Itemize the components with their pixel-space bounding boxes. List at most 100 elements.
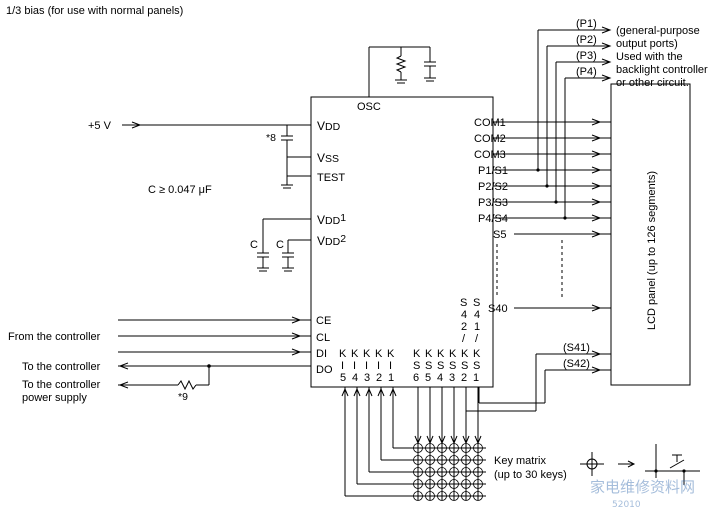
label-to-controller: To the controller bbox=[22, 361, 101, 373]
svg-text:5: 5 bbox=[425, 372, 431, 384]
watermark: 家电维修资料网 52010 bbox=[590, 478, 695, 510]
cap-label-2: C bbox=[276, 239, 284, 251]
bias-capacitors bbox=[257, 218, 311, 272]
svg-text:K: K bbox=[449, 348, 457, 360]
ks-arrow bbox=[438, 435, 446, 445]
svg-text:K: K bbox=[363, 348, 371, 360]
control-lines bbox=[118, 316, 311, 391]
svg-text:S: S bbox=[473, 360, 480, 372]
lcd-label: LCD panel (up to 126 segments) bbox=[646, 171, 658, 330]
pin-do: DO bbox=[316, 364, 333, 376]
svg-text:K: K bbox=[437, 348, 445, 360]
svg-text:5: 5 bbox=[340, 372, 346, 384]
pin-osc: OSC bbox=[357, 101, 381, 113]
pin-s5: S5 bbox=[493, 229, 506, 241]
svg-text:4: 4 bbox=[352, 372, 358, 384]
port-p1: (P1) bbox=[576, 18, 597, 30]
ks-arrow bbox=[462, 435, 470, 445]
pin-vdd1: VDD1 bbox=[317, 212, 346, 227]
svg-text:/: / bbox=[475, 333, 479, 345]
port-p2: (P2) bbox=[576, 34, 597, 46]
svg-text:S: S bbox=[460, 297, 467, 309]
svg-text:1: 1 bbox=[473, 372, 479, 384]
lcd-lines bbox=[493, 118, 611, 312]
svg-text:S: S bbox=[413, 360, 420, 372]
label-to-controller-ps1: To the controller bbox=[22, 379, 101, 391]
svg-text:K: K bbox=[387, 348, 395, 360]
key-matrix bbox=[341, 387, 486, 501]
svg-text:4: 4 bbox=[437, 372, 443, 384]
svg-text:S: S bbox=[437, 360, 444, 372]
svg-text:家电维修资料网: 家电维修资料网 bbox=[590, 478, 695, 496]
label-from-controller: From the controller bbox=[8, 331, 101, 343]
port-lines bbox=[493, 26, 612, 220]
ki-arrow bbox=[353, 387, 361, 397]
pin-s40: S40 bbox=[488, 303, 508, 315]
port-desc-5: or other circuit. bbox=[616, 77, 689, 89]
svg-text:I: I bbox=[377, 360, 380, 372]
svg-text:/: / bbox=[462, 333, 466, 345]
pin-di: DI bbox=[316, 348, 327, 360]
ki-arrow bbox=[389, 387, 397, 397]
svg-text:52010: 52010 bbox=[612, 500, 641, 510]
supply-label: +5 V bbox=[88, 120, 112, 132]
port-desc-4: backlight controller bbox=[616, 64, 708, 76]
port-s42: (S42) bbox=[563, 358, 590, 370]
pin-vss: VSS bbox=[317, 151, 339, 165]
port-desc-3: Used with the bbox=[616, 51, 683, 63]
svg-text:S: S bbox=[473, 297, 480, 309]
keymatrix-label-1: Key matrix bbox=[494, 455, 546, 467]
keymatrix-label-2: (up to 30 keys) bbox=[494, 469, 567, 481]
pin-cl: CL bbox=[316, 332, 330, 344]
svg-text:6: 6 bbox=[413, 372, 419, 384]
pin-s41-ks2: S 4 1 / bbox=[473, 297, 480, 345]
svg-text:I: I bbox=[341, 360, 344, 372]
pin-test: TEST bbox=[317, 172, 345, 184]
svg-text:K: K bbox=[413, 348, 421, 360]
svg-text:I: I bbox=[353, 360, 356, 372]
ks-arrow bbox=[474, 435, 482, 445]
svg-text:4: 4 bbox=[461, 309, 467, 321]
port-desc-1: (general-purpose bbox=[616, 25, 700, 37]
ki-arrow bbox=[341, 387, 349, 397]
label-to-controller-ps2: power supply bbox=[22, 392, 87, 404]
svg-text:S: S bbox=[425, 360, 432, 372]
svg-text:3: 3 bbox=[364, 372, 370, 384]
svg-text:K: K bbox=[351, 348, 359, 360]
pin-com1: COM1 bbox=[474, 117, 506, 129]
diagram-title: 1/3 bias (for use with normal panels) bbox=[6, 5, 183, 17]
s41-s42-lines bbox=[465, 350, 611, 412]
note-8: *8 bbox=[266, 132, 276, 144]
pin-vdd: VDD bbox=[317, 119, 341, 133]
pin-vdd2: VDD2 bbox=[317, 233, 346, 248]
pin-com2: COM2 bbox=[474, 133, 506, 145]
port-s41: (S41) bbox=[563, 342, 590, 354]
svg-text:3: 3 bbox=[449, 372, 455, 384]
svg-text:1: 1 bbox=[388, 372, 394, 384]
ki-arrow bbox=[365, 387, 373, 397]
svg-text:K: K bbox=[461, 348, 469, 360]
svg-text:K: K bbox=[473, 348, 481, 360]
capacitor-note: C ≥ 0.047 μF bbox=[148, 184, 212, 196]
ks-pin-labels: K K K K K K S S S S S S 6 5 4 3 2 1 bbox=[413, 348, 481, 384]
decoupling-capacitor bbox=[281, 125, 311, 189]
svg-text:2: 2 bbox=[376, 372, 382, 384]
ks-arrow bbox=[414, 435, 422, 445]
pin-p1s1: P1/S1 bbox=[478, 165, 508, 177]
svg-text:S: S bbox=[461, 360, 468, 372]
osc-network bbox=[368, 46, 436, 97]
port-p4: (P4) bbox=[576, 66, 597, 78]
pin-p2s2: P2/S2 bbox=[478, 181, 508, 193]
crossing-symbol-legend bbox=[580, 444, 700, 485]
port-desc-2: output ports) bbox=[616, 38, 678, 50]
svg-text:I: I bbox=[365, 360, 368, 372]
note-9: *9 bbox=[178, 391, 188, 403]
ks-arrow bbox=[450, 435, 458, 445]
svg-text:2: 2 bbox=[461, 321, 467, 333]
svg-text:K: K bbox=[425, 348, 433, 360]
driver-ic bbox=[310, 96, 494, 388]
port-p3: (P3) bbox=[576, 50, 597, 62]
svg-text:2: 2 bbox=[461, 372, 467, 384]
svg-text:K: K bbox=[339, 348, 347, 360]
